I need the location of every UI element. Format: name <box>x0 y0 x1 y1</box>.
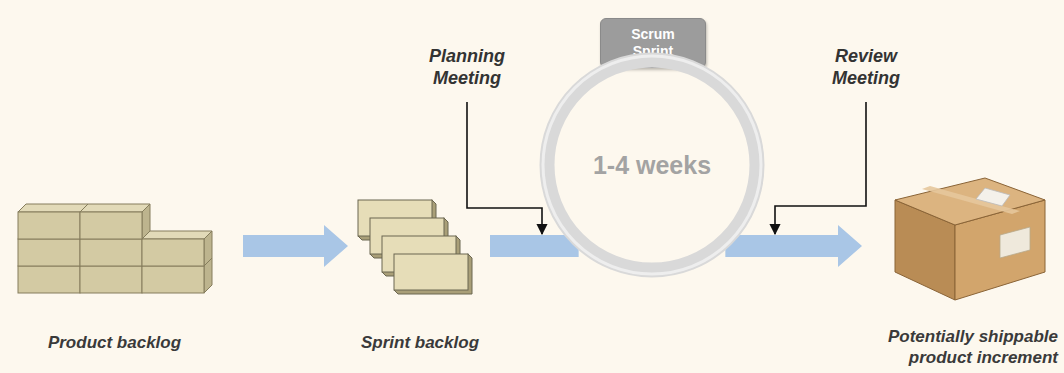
caption-label: Product backlog <box>48 332 181 353</box>
product-backlog: Product backlog <box>12 195 217 353</box>
box-front <box>80 212 142 239</box>
box-front <box>18 239 80 266</box>
card-face <box>394 254 468 290</box>
box-shape <box>18 204 88 239</box>
leader-line <box>775 102 866 234</box>
package-top <box>895 178 1045 225</box>
package-label <box>976 188 1010 206</box>
box-front <box>80 239 142 266</box>
duration-label: 1-4 weeks <box>593 151 711 180</box>
meeting-label: Planning Meeting <box>402 45 532 89</box>
flow-arrow <box>243 225 348 267</box>
box-top <box>18 204 88 212</box>
package-tape <box>922 186 1020 214</box>
product-increment: Potentially shippable product increment <box>866 168 1058 368</box>
meeting-label: Review Meeting <box>801 45 931 89</box>
backlog-boxes <box>18 204 212 293</box>
ring-stroke <box>547 60 757 270</box>
card-edge <box>394 254 472 294</box>
box-front <box>18 212 80 239</box>
caption-label: Potentially shippable product increment <box>866 326 1058 368</box>
box-top <box>142 231 212 239</box>
cycle-circle: 1-4 weeks <box>539 52 765 278</box>
box-front <box>18 266 80 293</box>
box-front <box>80 266 142 293</box>
caption-label: Sprint backlog <box>361 332 479 353</box>
flow-arrow <box>725 225 862 267</box>
box-shape <box>80 204 150 239</box>
sprint-backlog: Sprint backlog <box>350 195 490 353</box>
box-front <box>142 266 204 293</box>
card-shape <box>394 254 472 294</box>
box-front <box>142 239 204 266</box>
sprint-cards <box>358 200 472 294</box>
package-illustration <box>895 178 1045 300</box>
box-side <box>204 231 212 266</box>
leader-line <box>467 102 542 234</box>
flow-arrow <box>490 235 579 257</box>
box-side <box>142 204 150 239</box>
ring-highlight <box>543 56 761 274</box>
box-top <box>80 204 150 212</box>
box-shape <box>142 231 212 266</box>
package-label <box>1000 227 1030 258</box>
